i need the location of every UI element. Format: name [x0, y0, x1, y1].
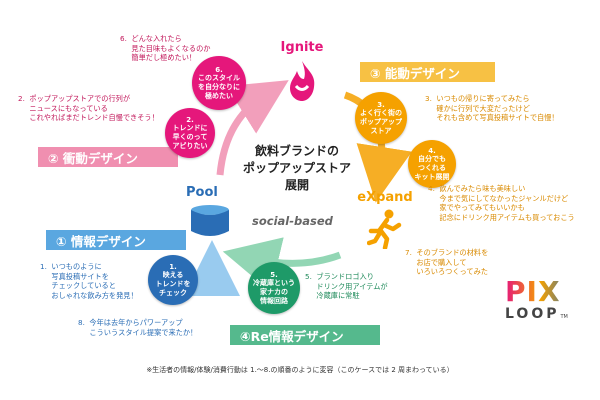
runner-icon [366, 209, 402, 251]
step-circle-3: 3. よく行く街の ポップアップ ストア [355, 92, 407, 144]
expand-stage: eXpand [350, 190, 420, 253]
logo-line1: PIX [505, 278, 575, 306]
banner-info: ① 情報デザイン [46, 230, 186, 250]
logo-line2: LOOP [505, 306, 560, 322]
note-3: 3. いつもの帰りに寄ってみたら 確かに行列で大変だったけど それも含めて写真投… [425, 94, 559, 123]
step-circle-5: 5. 冷蔵庫という 家ナカの 情報回路 [248, 262, 300, 314]
note-7: 7. そのブランドの材料を お店で購入して いろいろつくってみた [405, 248, 489, 277]
step-circle-6: 6. このスタイル を自分なりに 極めたい [192, 56, 246, 110]
ignite-label: Ignite [280, 40, 324, 55]
note-4: 4. 飲んでみたら味も美味しい 今まで気にしてなかったジャンルだけど 家でやって… [428, 184, 575, 222]
pool-label: Pool [186, 185, 218, 200]
banner-active: ③ 能動デザイン [360, 62, 495, 82]
note-8: 8. 今年は去年からパワーアップ こういうスタイル提案で来たか！ [78, 318, 198, 337]
pool-stage: Pool [180, 185, 240, 243]
cycle-label: social-based [252, 214, 333, 228]
center-title: 飲料ブランドの ポップアップストア 展開 [242, 144, 351, 192]
step-circle-2: 2. トレンドに 早くのって アピりたい [165, 108, 215, 158]
arrow-pool-to-ignite [216, 80, 289, 176]
pixloop-logo: PIX LOOP TM [505, 278, 575, 323]
flame-icon [290, 61, 315, 101]
note-5: 5. ブランドロゴ入り ドリンク用アイテムが 冷蔵庫に常駐 [305, 272, 388, 301]
note-6: 6. どんな入れたら 見た目味もよくなるのか 簡単だし極めたい！ [120, 34, 211, 63]
note-1: 1. いつものように 写真投稿サイトを チェックしていると おしゃれな飲み方を発… [40, 262, 138, 300]
expand-label: eXpand [357, 190, 413, 205]
logo-tm: TM [560, 314, 568, 320]
ignite-stage: Ignite [272, 40, 332, 107]
footnote: ※生活者の情報/体験/消費行動は 1.～8.の順番のように変容（このケースでは … [146, 366, 454, 374]
step-circle-4: 4. 自分でも つくれる キット展開 [408, 140, 456, 188]
arrow-expand-to-pool [222, 237, 342, 292]
step-circle-1: 1. 映える トレンドを チェック [148, 255, 198, 305]
banner-drive: ② 衝動デザイン [38, 147, 178, 167]
note-2: 2. ポップアップストアでの行列が ニュースにもなっている これやればまだトレン… [18, 94, 159, 123]
cylinder-icon [191, 205, 229, 236]
banner-reinfo: ④Re情報デザイン [230, 325, 380, 345]
